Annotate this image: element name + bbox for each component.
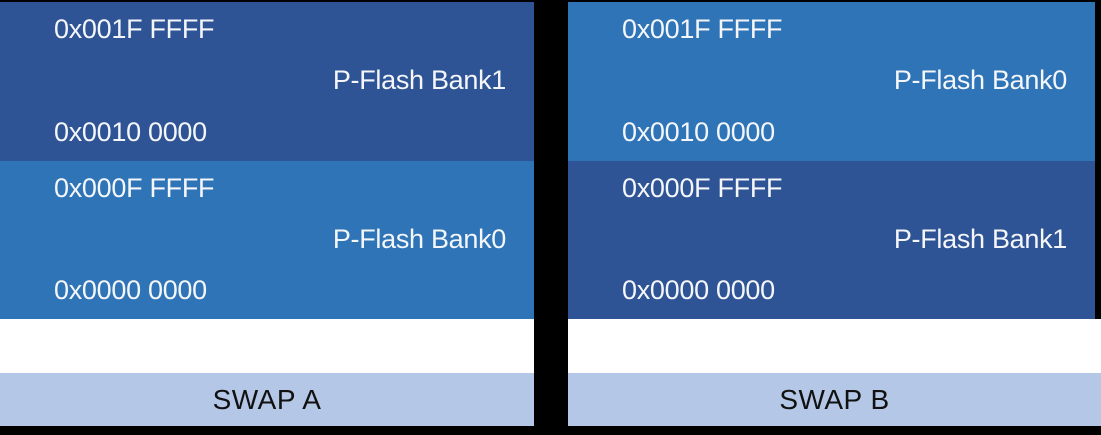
bank-label: P-Flash Bank1 xyxy=(332,65,506,96)
address-top: 0x001F FFFF xyxy=(54,14,215,44)
address-bottom: 0x0000 0000 xyxy=(622,274,775,305)
memory-block-upper: 0x001F FFFF P-Flash Bank0 0x0010 0000 xyxy=(568,2,1095,161)
swap-a-panel: 0x001F FFFF P-Flash Bank1 0x0010 0000 0x… xyxy=(0,0,534,435)
memory-block-lower: 0x000F FFFF P-Flash Bank0 0x0000 0000 xyxy=(0,161,534,319)
memory-block-lower: 0x000F FFFF P-Flash Bank1 0x0000 0000 xyxy=(568,161,1095,319)
address-bottom: 0x0010 0000 xyxy=(622,116,775,147)
swap-a-label: SWAP A xyxy=(212,383,322,415)
swap-b-bar: SWAP B xyxy=(568,373,1101,426)
address-top: 0x000F FFFF xyxy=(622,173,783,203)
column-divider xyxy=(534,0,568,435)
bank-label: P-Flash Bank0 xyxy=(332,223,506,254)
bottom-border xyxy=(0,426,1101,435)
swap-b-panel: 0x001F FFFF P-Flash Bank0 0x0010 0000 0x… xyxy=(568,0,1101,435)
memory-block-upper: 0x001F FFFF P-Flash Bank1 0x0010 0000 xyxy=(0,2,534,161)
address-bottom: 0x0010 0000 xyxy=(54,116,207,147)
address-top: 0x001F FFFF xyxy=(622,14,783,44)
address-top: 0x000F FFFF xyxy=(54,173,215,203)
swap-a-bar: SWAP A xyxy=(0,373,534,426)
address-bottom: 0x0000 0000 xyxy=(54,274,207,305)
right-border xyxy=(1095,0,1101,319)
bank-label: P-Flash Bank1 xyxy=(893,223,1067,254)
bank-label: P-Flash Bank0 xyxy=(893,65,1067,96)
swap-b-label: SWAP B xyxy=(779,383,890,415)
